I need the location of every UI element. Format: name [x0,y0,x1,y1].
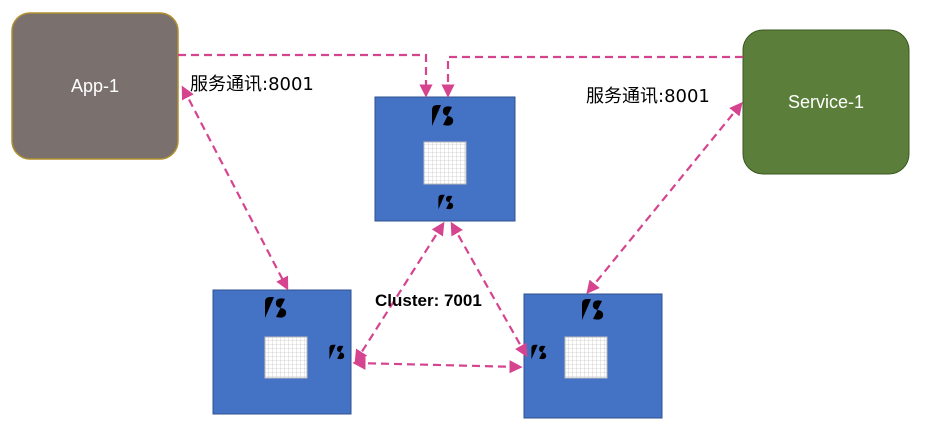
edge-service-to-right-server [586,101,743,295]
edge-app-to-left-server [181,85,289,291]
server-left [212,289,352,415]
cluster-port-label: Cluster: 7001 [375,291,482,310]
edge-cluster-top-left [354,221,445,364]
app-node-label: App-1 [71,76,119,96]
right-port-label: 服务通讯:8001 [586,86,710,107]
edge-service-to-top-server [441,55,743,98]
grid-image-icon [264,336,308,379]
edges [178,53,743,374]
server-right [523,293,663,419]
grid-image-icon [423,141,467,185]
edge-cluster-top-right [450,221,528,358]
app-node-box [11,12,179,160]
app-node: App-1 [11,12,179,160]
service-node: Service-1 [742,29,910,175]
server-top [374,96,516,222]
left-port-label: 服务通讯:8001 [190,74,314,95]
edge-cluster-left-right [352,356,523,374]
service-node-box [742,29,910,175]
service-node-label: Service-1 [788,92,864,112]
edge-app-to-top-server [178,53,433,98]
server-top-box [374,96,516,222]
grid-image-icon [564,336,608,379]
